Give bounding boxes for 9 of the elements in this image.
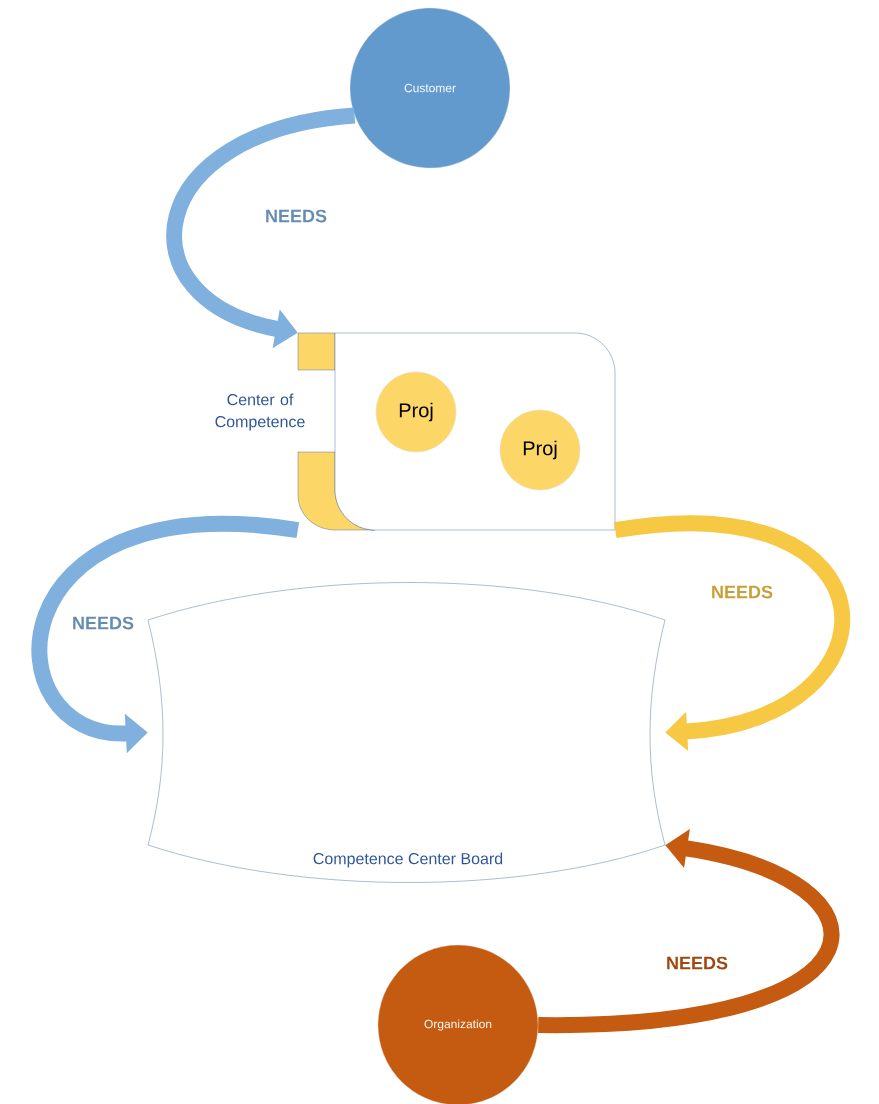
edge-label: NEEDS [264,208,328,224]
circle-node: Organization [377,944,539,1104]
curved-arrow [614,515,850,752]
circle-node: Customer [349,7,511,169]
edge-label: NEEDS [710,584,774,600]
edge-label: NEEDS [71,615,135,631]
edge-label: NEEDS [665,955,729,971]
board-title: Competence Center Board [313,852,503,868]
box-heading: Center of Competence [215,393,305,431]
